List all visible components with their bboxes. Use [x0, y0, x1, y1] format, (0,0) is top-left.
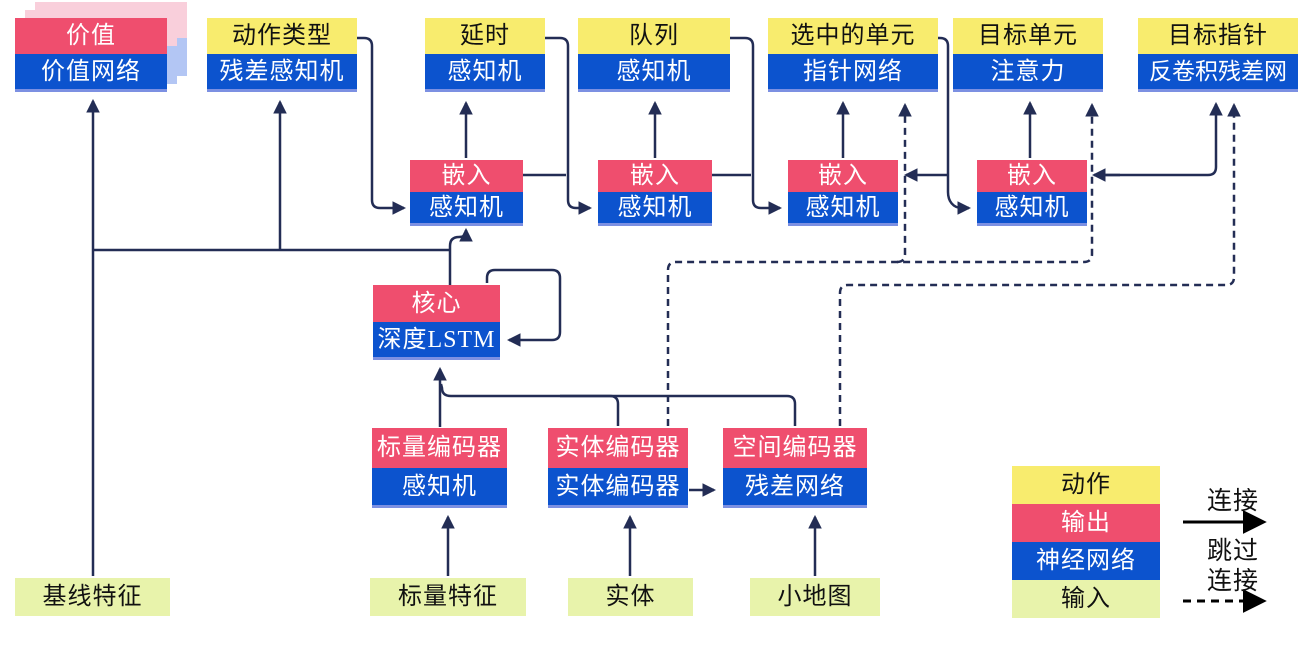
head-target-unit-action: 目标单元 [953, 18, 1103, 54]
edge-lstm-self-loop [485, 268, 562, 347]
head-selected-units-action: 选中的单元 [768, 18, 938, 54]
head-delay: 延时 感知机 [425, 18, 545, 92]
embedding-3-network: 感知机 [788, 192, 898, 226]
head-target-point-action: 目标指针 [1138, 18, 1298, 54]
head-queue: 队列 感知机 [578, 18, 730, 92]
head-queue-network: 感知机 [578, 54, 730, 92]
encoder-entity: 实体编码器 实体编码器 [548, 428, 688, 508]
embedding-4: 嵌入 感知机 [977, 160, 1087, 226]
head-target-point: 目标指针 反卷积残差网 [1138, 18, 1298, 92]
head-delay-network: 感知机 [425, 54, 545, 92]
input-scalar-features: 标量特征 [370, 578, 526, 616]
skip-entity-to-pointer [896, 102, 912, 264]
head-selected-units: 选中的单元 指针网络 [768, 18, 938, 92]
head-value-network: 价值网络 [15, 54, 167, 92]
head-action-type-network: 残差感知机 [207, 54, 357, 92]
legend-action: 动作 [1012, 466, 1160, 504]
skip-entity-to-attention [666, 102, 1099, 426]
edge-entityencoder-to-core [560, 394, 620, 426]
head-value-output: 价值 [15, 18, 167, 54]
head-value: 价值 价值网络 [15, 18, 167, 92]
input-minimap-label: 小地图 [750, 578, 880, 616]
encoder-scalar-network: 感知机 [372, 468, 507, 508]
core-network: 深度LSTM [373, 322, 500, 360]
skip-spatial-to-deconv [838, 102, 1241, 426]
edge-core-to-embedding1 [448, 227, 473, 287]
embedding-2: 嵌入 感知机 [598, 160, 712, 226]
head-action-type: 动作类型 残差感知机 [207, 18, 357, 92]
edge-selected-to-embedding4 [938, 36, 972, 215]
encoder-scalar: 标量编码器 感知机 [372, 428, 507, 508]
embedding-4-network: 感知机 [977, 192, 1087, 226]
legend-skip-label-line2: 连接 [1206, 568, 1259, 595]
edge-spatialencoder-to-core [439, 383, 797, 426]
embedding-4-output: 嵌入 [977, 160, 1087, 192]
core-output: 核心 [373, 285, 500, 322]
encoder-spatial-network: 残差网络 [723, 468, 867, 508]
encoder-scalar-output: 标量编码器 [372, 428, 507, 468]
head-target-point-network: 反卷积残差网 [1138, 54, 1298, 92]
edge-delay-to-embedding2 [545, 36, 593, 215]
input-minimap: 小地图 [750, 578, 880, 616]
encoder-spatial: 空间编码器 残差网络 [723, 428, 867, 508]
embedding-1: 嵌入 感知机 [410, 160, 523, 226]
legend-network: 神经网络 [1012, 542, 1160, 580]
encoder-entity-output: 实体编码器 [548, 428, 688, 468]
edge-actiontype-to-embedding1 [357, 36, 407, 215]
embedding-1-output: 嵌入 [410, 160, 523, 192]
head-target-unit-network: 注意力 [953, 54, 1103, 92]
embedding-3: 嵌入 感知机 [788, 160, 898, 226]
legend-output: 输出 [1012, 504, 1160, 542]
legend-color-key: 动作 输出 神经网络 输入 [1012, 466, 1160, 618]
embedding-1-network: 感知机 [410, 192, 523, 226]
encoder-entity-network: 实体编码器 [548, 468, 688, 508]
edge-embedding4-to-deconv [1098, 101, 1223, 177]
head-queue-action: 队列 [578, 18, 730, 54]
input-baseline-features: 基线特征 [15, 578, 170, 616]
input-scalar-features-label: 标量特征 [370, 578, 526, 616]
legend-skip-label-line1: 跳过 [1206, 538, 1259, 565]
edge-queue-to-embedding3 [730, 36, 783, 215]
head-action-type-action: 动作类型 [207, 18, 357, 54]
embedding-2-output: 嵌入 [598, 160, 712, 192]
input-baseline-features-label: 基线特征 [15, 578, 170, 616]
legend-connection-label: 连接 [1206, 488, 1259, 515]
encoder-spatial-output: 空间编码器 [723, 428, 867, 468]
head-delay-action: 延时 [425, 18, 545, 54]
embedding-2-network: 感知机 [598, 192, 712, 226]
head-target-unit: 目标单元 注意力 [953, 18, 1103, 92]
input-entities: 实体 [568, 578, 693, 616]
core-node: 核心 深度LSTM [373, 285, 500, 360]
head-selected-units-network: 指针网络 [768, 54, 938, 92]
input-entities-label: 实体 [568, 578, 693, 616]
legend-input: 输入 [1012, 580, 1160, 618]
embedding-3-output: 嵌入 [788, 160, 898, 192]
